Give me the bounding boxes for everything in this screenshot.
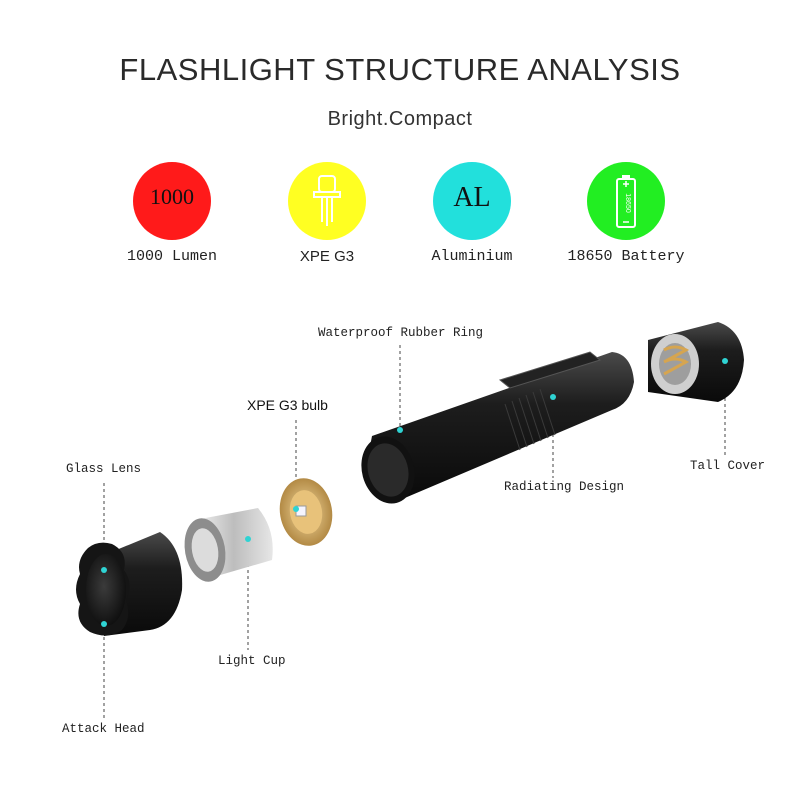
lumen-badge-text: 1000 <box>150 184 194 209</box>
callout-light-cup: Light Cup <box>218 654 286 668</box>
light-cup-part <box>184 508 273 582</box>
callout-glass-lens: Glass Lens <box>66 462 142 476</box>
callout-markers <box>101 358 728 627</box>
callout-tail-cover: Tall Cover <box>690 459 766 473</box>
feature-label-lumen: 1000 Lumen <box>126 248 217 265</box>
battery-icon-text: 18650 <box>624 193 631 213</box>
feature-label-led: XPE G3 <box>299 248 355 265</box>
feature-led: XPE G3 <box>257 162 397 265</box>
aluminium-badge: AL <box>433 162 511 240</box>
page-subtitle: Bright.Compact <box>327 108 473 130</box>
battery-icon: 18650 <box>587 162 665 240</box>
callout-attack-head: Attack Head <box>62 722 145 736</box>
feature-aluminium: AL Aluminium <box>402 162 542 265</box>
page-title: FLASHLIGHT STRUCTURE ANALYSIS <box>119 52 681 87</box>
attack-head-part <box>76 532 183 636</box>
feature-label-battery: 18650 Battery <box>567 248 685 265</box>
feature-lumen: 1000 1000 Lumen <box>102 162 242 265</box>
callout-bulb: XPE G3 bulb <box>247 397 328 413</box>
led-module-part <box>279 478 333 546</box>
callout-radiating-design: Radiating Design <box>504 480 625 494</box>
aluminium-badge-text: AL <box>453 182 491 213</box>
tail-cover-part <box>648 322 744 402</box>
callout-waterproof-ring: Waterproof Rubber Ring <box>318 326 484 340</box>
led-bulb-icon <box>288 162 366 240</box>
feature-label-aluminium: Aluminium <box>431 248 513 265</box>
flashlight-body-part <box>361 351 634 504</box>
lumen-badge: 1000 <box>133 162 211 240</box>
feature-battery: 18650 18650 Battery <box>556 162 696 265</box>
